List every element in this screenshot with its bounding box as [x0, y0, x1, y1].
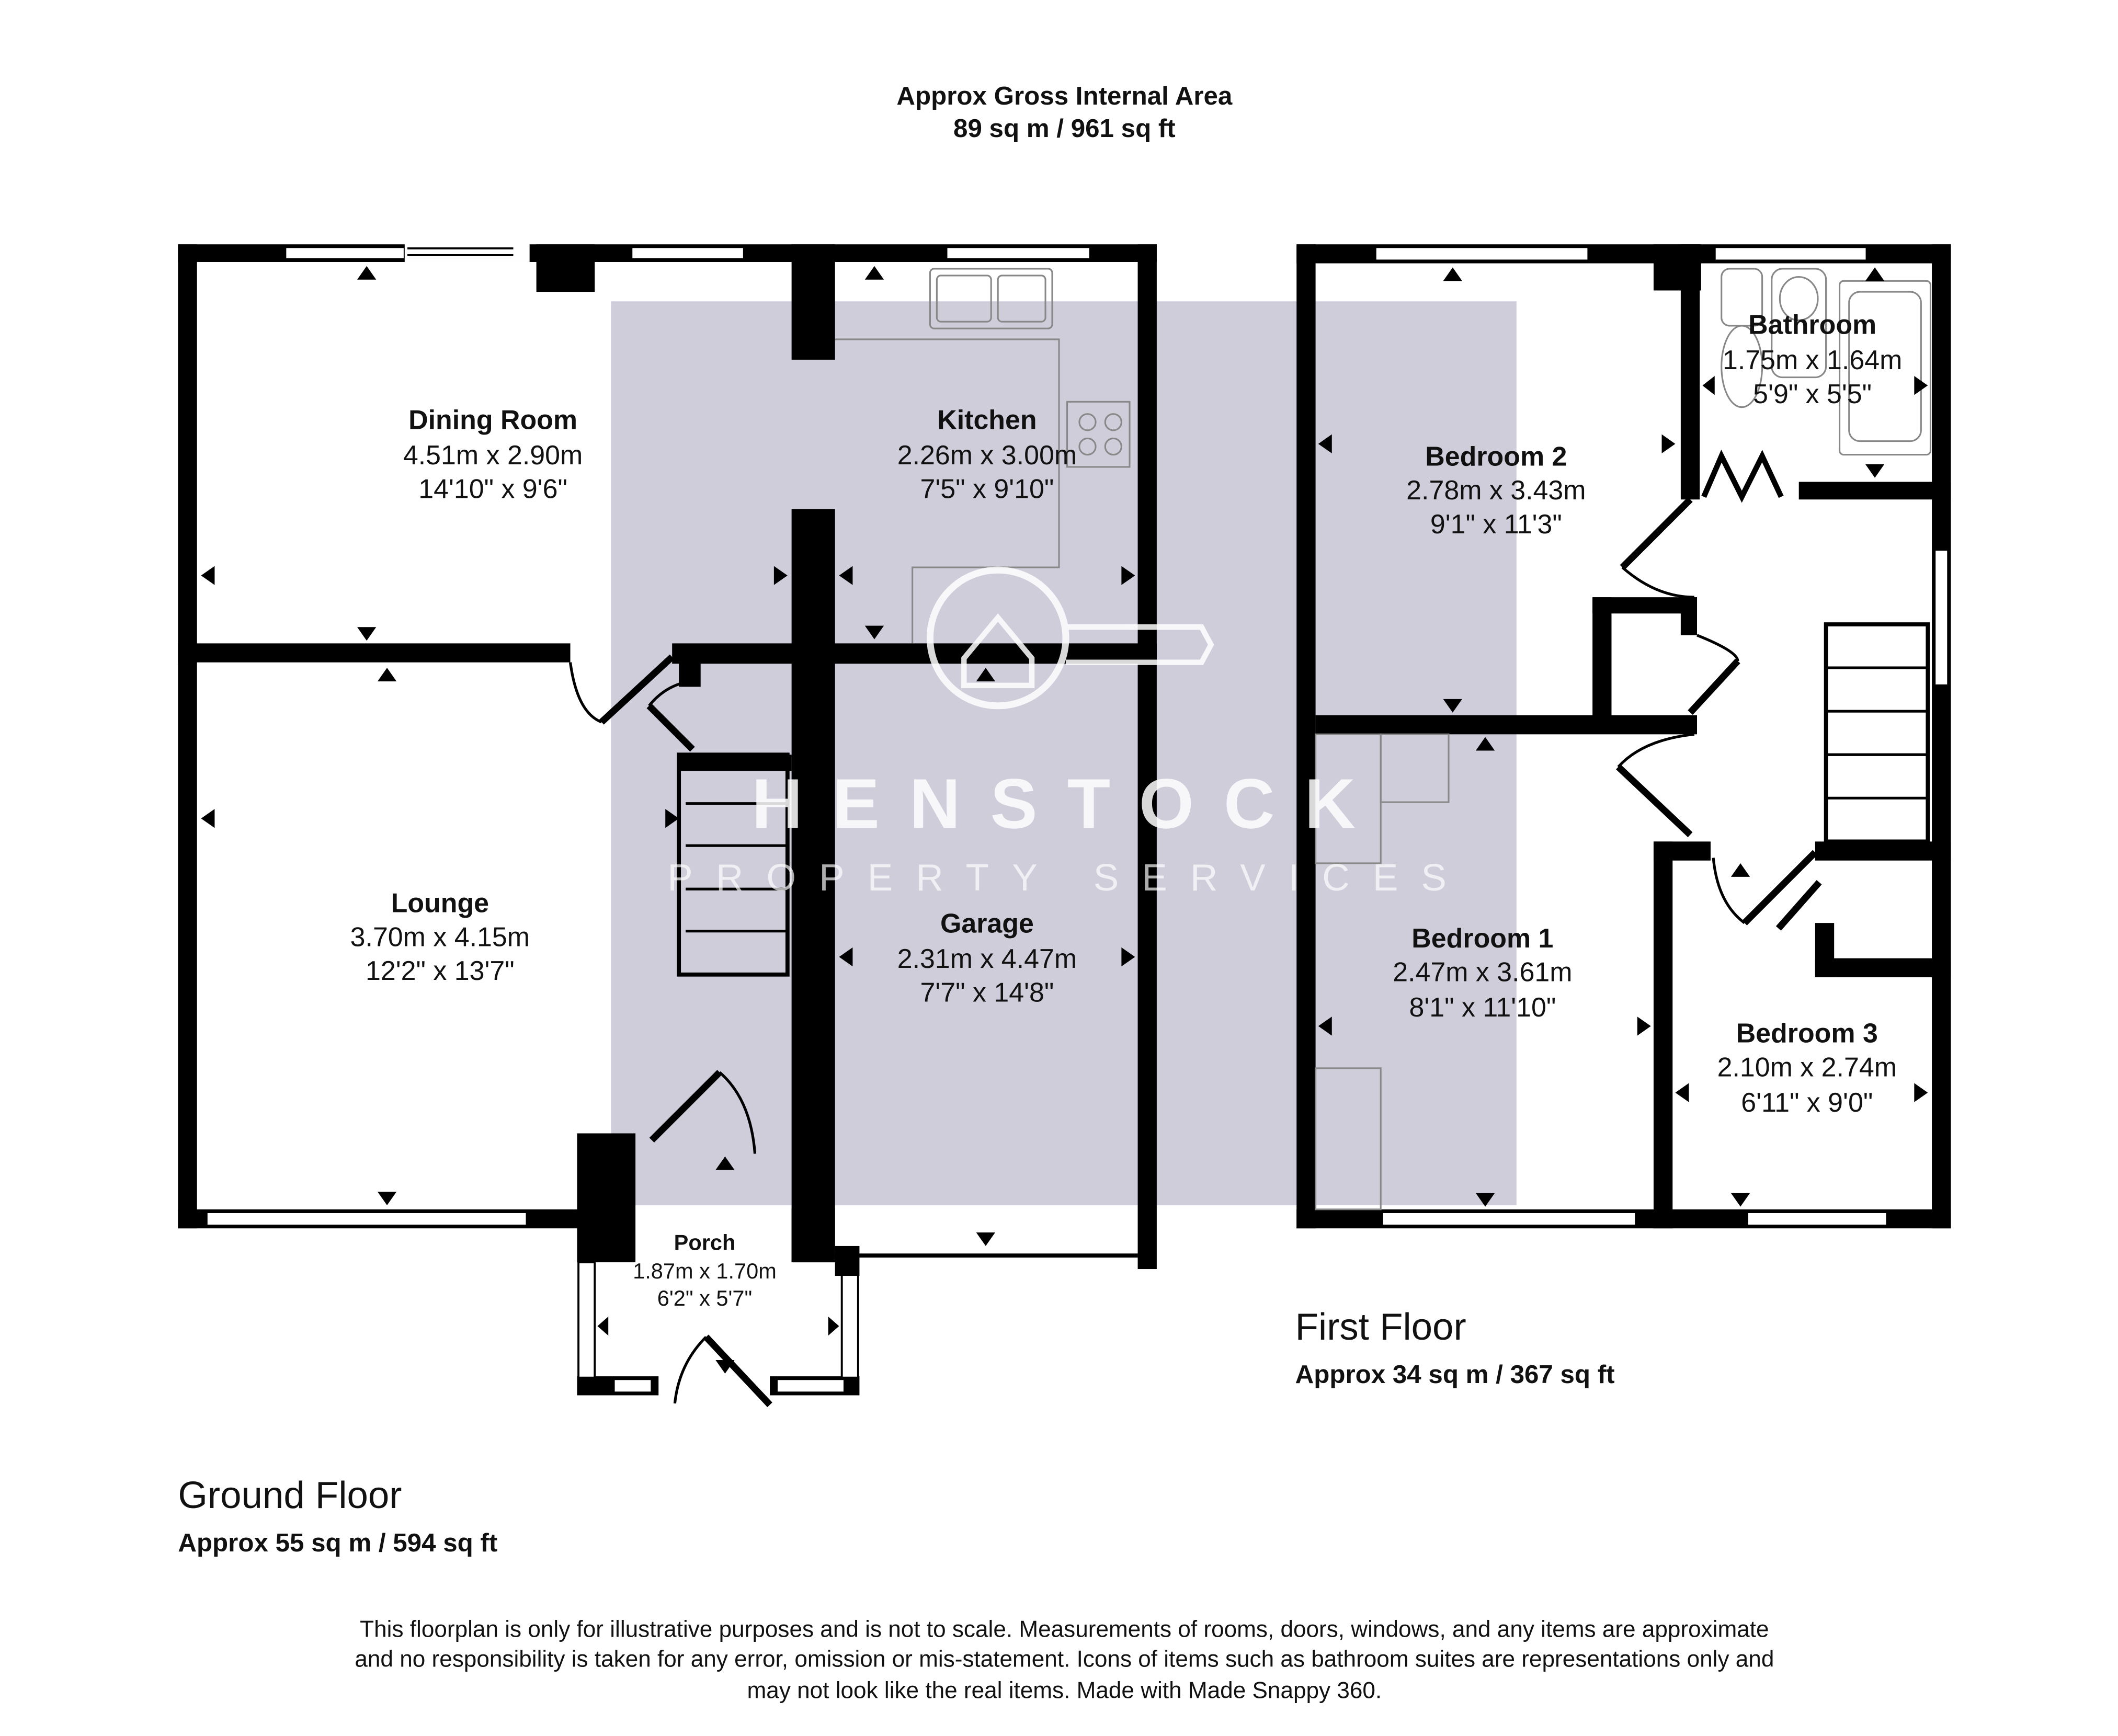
svg-text:1.87m x 1.70m: 1.87m x 1.70m: [633, 1259, 777, 1283]
room-label-porch: Porch 1.87m x 1.70m 6'2" x 5'7": [633, 1230, 777, 1310]
ground-stairs: [677, 752, 792, 977]
room-label-bedroom-1: Bedroom 1 2.47m x 3.61m 8'1" x 11'10": [1393, 923, 1572, 1023]
svg-text:14'10" x 9'6": 14'10" x 9'6": [418, 474, 567, 505]
ground-floor-area: Approx 55 sq m / 594 sq ft: [178, 1528, 497, 1557]
svg-text:Garage: Garage: [940, 908, 1034, 939]
header-title: Approx Gross Internal Area: [896, 82, 1233, 110]
svg-text:9'1" x 11'3": 9'1" x 11'3": [1430, 509, 1562, 540]
room-label-bathroom: Bathroom 1.75m x 1.64m 5'9" x 5'5": [1723, 310, 1902, 409]
svg-text:1.75m x 1.64m: 1.75m x 1.64m: [1723, 345, 1902, 375]
svg-text:Porch: Porch: [674, 1230, 736, 1255]
ground-floor-title: Ground Floor: [178, 1474, 402, 1516]
svg-text:Bedroom 2: Bedroom 2: [1425, 441, 1567, 472]
room-label-lounge: Lounge 3.70m x 4.15m 12'2" x 13'7": [350, 888, 530, 986]
disclaimer-line-3: may not look like the real items. Made w…: [747, 1677, 1382, 1703]
ground-floor-plan: [178, 243, 1157, 1408]
room-label-dining-room: Dining Room 4.51m x 2.90m 14'10" x 9'6": [403, 405, 583, 504]
porch-plan: [577, 1246, 860, 1408]
svg-text:Lounge: Lounge: [391, 888, 489, 918]
room-label-garage: Garage 2.31m x 4.47m 7'7" x 14'8": [897, 908, 1077, 1008]
svg-text:Bedroom 3: Bedroom 3: [1736, 1019, 1878, 1049]
watermark-brand: HENSTOCK: [751, 764, 1385, 843]
svg-text:2.78m x 3.43m: 2.78m x 3.43m: [1406, 475, 1586, 506]
svg-text:4.51m x 2.90m: 4.51m x 2.90m: [403, 440, 583, 471]
svg-text:2.31m x 4.47m: 2.31m x 4.47m: [897, 944, 1077, 974]
svg-text:Dining Room: Dining Room: [408, 405, 577, 435]
watermark-tagline: PROPERTY SERVICES: [667, 856, 1470, 899]
svg-text:Bathroom: Bathroom: [1748, 310, 1876, 340]
watermark-logo: HENSTOCK PROPERTY SERVICES: [667, 566, 1470, 899]
room-label-bedroom-3: Bedroom 3 2.10m x 2.74m 6'11" x 9'0": [1717, 1019, 1897, 1118]
first-floor-plan: [1296, 244, 1951, 1229]
first-floor-area: Approx 34 sq m / 367 sq ft: [1295, 1360, 1615, 1389]
svg-text:2.47m x 3.61m: 2.47m x 3.61m: [1393, 957, 1572, 988]
disclaimer-line-2: and no responsibility is taken for any e…: [355, 1647, 1774, 1672]
disclaimer-line-1: This floorplan is only for illustrative …: [360, 1617, 1769, 1642]
svg-text:3.70m x 4.15m: 3.70m x 4.15m: [350, 922, 530, 952]
header-area: 89 sq m / 961 sq ft: [953, 114, 1176, 143]
svg-text:5'9" x 5'5": 5'9" x 5'5": [1753, 379, 1872, 409]
first-floor-stairs: [1824, 622, 1930, 844]
first-floor-title: First Floor: [1295, 1306, 1466, 1348]
svg-text:7'7" x 14'8": 7'7" x 14'8": [920, 978, 1054, 1008]
svg-text:7'5" x 9'10": 7'5" x 9'10": [920, 474, 1054, 505]
room-label-kitchen: Kitchen 2.26m x 3.00m 7'5" x 9'10": [897, 405, 1077, 504]
svg-text:Kitchen: Kitchen: [937, 405, 1037, 435]
room-label-bedroom-2: Bedroom 2 2.78m x 3.43m 9'1" x 11'3": [1406, 441, 1586, 540]
svg-text:12'2" x 13'7": 12'2" x 13'7": [366, 956, 515, 986]
svg-text:2.26m x 3.00m: 2.26m x 3.00m: [897, 440, 1077, 471]
svg-text:2.10m x 2.74m: 2.10m x 2.74m: [1717, 1052, 1897, 1082]
svg-text:6'11" x 9'0": 6'11" x 9'0": [1741, 1088, 1873, 1118]
svg-text:Bedroom 1: Bedroom 1: [1411, 923, 1553, 954]
svg-text:6'2" x 5'7": 6'2" x 5'7": [657, 1286, 753, 1310]
svg-text:8'1" x 11'10": 8'1" x 11'10": [1409, 992, 1556, 1023]
